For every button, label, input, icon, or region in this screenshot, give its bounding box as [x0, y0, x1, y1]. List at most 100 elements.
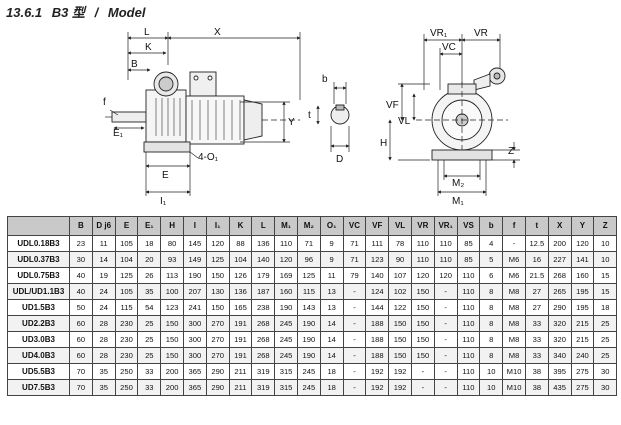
table-cell: 150 — [388, 315, 412, 332]
table-cell: - — [342, 315, 367, 332]
table-cell: 110 — [433, 251, 458, 268]
table-cell: 33 — [524, 315, 549, 332]
table-cell: 230 — [114, 331, 139, 348]
table-cell: 315 — [274, 379, 298, 396]
table-cell: 190 — [274, 299, 298, 316]
table-cell: 290 — [205, 363, 230, 380]
table-cell: 320 — [547, 315, 572, 332]
table-cell: 25 — [593, 315, 618, 332]
table-cell: 14 — [91, 251, 116, 268]
table-cell: 14 — [319, 331, 344, 348]
column-header: I₁ — [205, 216, 230, 236]
table-cell: 110 — [456, 283, 481, 300]
table-cell: M6 — [502, 267, 526, 284]
table-cell: 265 — [547, 283, 572, 300]
shaft-detail: b t D — [308, 74, 350, 165]
table-cell: 24 — [91, 283, 116, 300]
column-header: H — [160, 216, 184, 236]
table-cell: 268 — [547, 267, 572, 284]
table-cell: 227 — [547, 251, 572, 268]
table-cell: 24 — [91, 299, 116, 316]
table-cell: 27 — [524, 283, 549, 300]
table-cell: 435 — [547, 379, 572, 396]
table-cell: 150 — [160, 331, 184, 348]
table-cell: 160 — [570, 267, 595, 284]
table-cell: 150 — [205, 299, 230, 316]
column-header: O₁ — [319, 216, 344, 236]
table-cell: 200 — [547, 235, 572, 252]
table-cell: 110 — [456, 315, 481, 332]
table-cell: 110 — [410, 251, 435, 268]
table-cell: 169 — [274, 267, 298, 284]
table-cell: 250 — [114, 363, 139, 380]
table-cell: 238 — [251, 299, 276, 316]
table-cell: 78 — [388, 235, 412, 252]
table-cell: 27 — [524, 299, 549, 316]
table-cell: 141 — [570, 251, 595, 268]
dim-label-b: b — [322, 74, 328, 85]
column-header: VR₁ — [433, 216, 458, 236]
table-cell: 187 — [251, 283, 276, 300]
table-cell: - — [342, 299, 367, 316]
table-cell: 245 — [296, 363, 321, 380]
dim-label-I1: I₁ — [160, 196, 167, 207]
table-cell: M8 — [502, 283, 526, 300]
table-cell: 14 — [319, 315, 344, 332]
table-cell: 113 — [160, 267, 184, 284]
table-cell: 102 — [388, 283, 412, 300]
table-cell: 71 — [342, 251, 367, 268]
dim-label-M1: M₁ — [452, 196, 464, 207]
table-cell: 33 — [137, 379, 162, 396]
model-cell: UD1.5B3 — [7, 299, 70, 316]
dim-label-VF: VF — [386, 100, 399, 111]
table-cell: 35 — [91, 363, 116, 380]
table-cell: 9 — [319, 235, 344, 252]
table-cell: 110 — [456, 379, 481, 396]
table-cell: 365 — [182, 379, 207, 396]
header-model — [7, 216, 70, 236]
table-cell: 110 — [410, 235, 435, 252]
table-cell: 275 — [570, 363, 595, 380]
table-cell: 79 — [342, 267, 367, 284]
table-cell: 140 — [365, 267, 390, 284]
table-cell: 120 — [410, 267, 435, 284]
table-cell: 190 — [296, 347, 321, 364]
table-cell: 150 — [410, 347, 435, 364]
table-cell: - — [433, 315, 458, 332]
table-cell: 195 — [570, 283, 595, 300]
table-cell: 80 — [160, 235, 184, 252]
column-header: I — [182, 216, 207, 236]
table-cell: 88 — [228, 235, 253, 252]
table-cell: 150 — [410, 283, 435, 300]
table-cell: - — [342, 379, 367, 396]
table-cell: 315 — [274, 363, 298, 380]
table-cell: 365 — [182, 363, 207, 380]
table-cell: 16 — [524, 251, 549, 268]
dim-label-X: X — [214, 27, 221, 38]
table-cell: 320 — [547, 331, 572, 348]
table-cell: 125 — [205, 251, 230, 268]
table-cell: 10 — [593, 235, 618, 252]
table-cell: 290 — [205, 379, 230, 396]
table-cell: 60 — [69, 331, 93, 348]
table-cell: 18 — [593, 299, 618, 316]
table-cell: 70 — [69, 379, 93, 396]
section-number: 13.6.1 — [6, 5, 43, 20]
table-cell: 150 — [410, 331, 435, 348]
table-cell: 12.5 — [524, 235, 549, 252]
table-cell: 270 — [205, 347, 230, 364]
table-cell: 192 — [365, 363, 390, 380]
table-cell: 19 — [91, 267, 116, 284]
table-cell: 8 — [479, 331, 504, 348]
table-cell: M8 — [502, 347, 526, 364]
table-cell: 120 — [274, 251, 298, 268]
table-cell: 28 — [91, 347, 116, 364]
table-cell: 123 — [160, 299, 184, 316]
table-cell: 40 — [69, 267, 93, 284]
table-cell: 115 — [296, 283, 321, 300]
table-cell: 126 — [228, 267, 253, 284]
table-cell: 25 — [593, 347, 618, 364]
